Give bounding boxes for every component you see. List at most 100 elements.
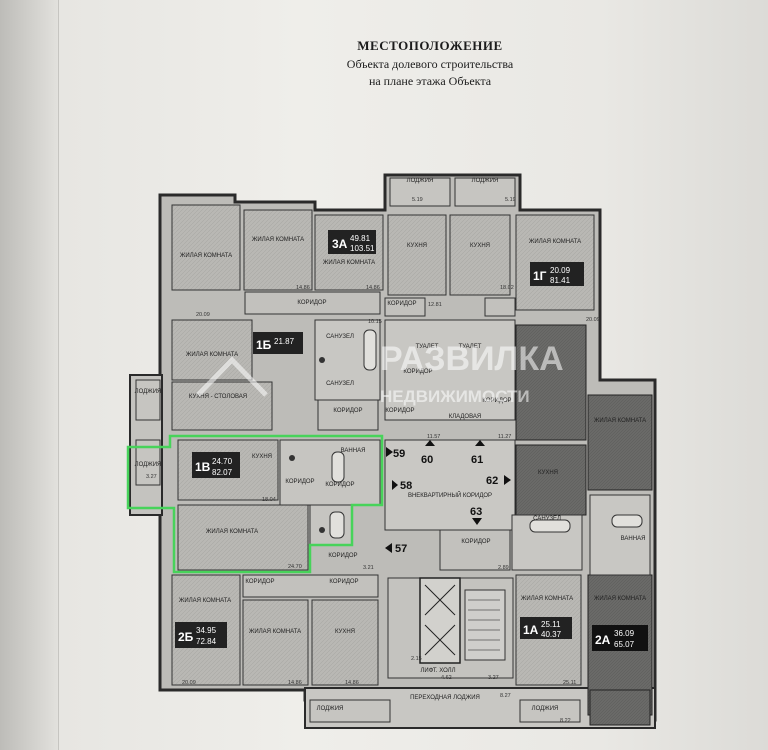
room-labels: ЖИЛАЯ КОМНАТА ЖИЛАЯ КОМНАТА ЖИЛАЯ КОМНАТ… bbox=[135, 178, 646, 712]
svg-text:11.57: 11.57 bbox=[427, 434, 440, 440]
svg-text:2.15: 2.15 bbox=[411, 656, 422, 662]
svg-text:25.11: 25.11 bbox=[563, 680, 576, 686]
svg-text:КУХНЯ: КУХНЯ bbox=[335, 629, 355, 635]
svg-text:САНУЗЕЛ: САНУЗЕЛ bbox=[326, 381, 354, 387]
svg-text:НЕДВИЖИМОСТИ: НЕДВИЖИМОСТИ bbox=[380, 387, 530, 406]
apartment-badge-1g: 1Г 20.09 81.41 bbox=[530, 262, 584, 286]
svg-text:ЛОДЖИЯ: ЛОДЖИЯ bbox=[135, 462, 162, 468]
svg-text:ЛОДЖИЯ: ЛОДЖИЯ bbox=[407, 178, 434, 184]
dimension-labels: 20.09 14.86 14.86 20.09 18.02 12.81 10.1… bbox=[146, 197, 600, 724]
svg-text:103.51: 103.51 bbox=[350, 244, 375, 253]
svg-text:72.84: 72.84 bbox=[196, 637, 217, 646]
svg-text:3.27: 3.27 bbox=[146, 474, 157, 480]
svg-text:1В: 1В bbox=[195, 460, 211, 474]
svg-text:24.70: 24.70 bbox=[212, 457, 233, 466]
svg-text:ЖИЛАЯ КОМНАТА: ЖИЛАЯ КОМНАТА bbox=[186, 352, 238, 358]
svg-text:КУХНЯ - СТОЛОВАЯ: КУХНЯ - СТОЛОВАЯ bbox=[189, 394, 247, 400]
svg-text:5.19: 5.19 bbox=[412, 197, 423, 203]
fixtures bbox=[289, 329, 643, 539]
svg-text:КОРИДОР: КОРИДОР bbox=[482, 398, 511, 404]
svg-text:КОРИДОР: КОРИДОР bbox=[328, 553, 357, 559]
svg-text:14.86: 14.86 bbox=[296, 285, 310, 291]
svg-text:49.81: 49.81 bbox=[350, 234, 371, 243]
svg-text:24.70: 24.70 bbox=[288, 564, 302, 570]
apartment-badge-1v: 1В 24.70 82.07 bbox=[192, 452, 240, 478]
svg-text:ЖИЛАЯ КОМНАТА: ЖИЛАЯ КОМНАТА bbox=[179, 598, 231, 604]
svg-text:3.21: 3.21 bbox=[363, 565, 374, 571]
svg-text:САНУЗЕЛ: САНУЗЕЛ bbox=[326, 334, 354, 340]
svg-text:ВАННАЯ: ВАННАЯ bbox=[621, 536, 646, 542]
svg-text:58: 58 bbox=[400, 480, 412, 492]
svg-text:КОРИДОР: КОРИДОР bbox=[333, 408, 362, 414]
svg-text:10.15: 10.15 bbox=[368, 319, 382, 325]
apartment-badge-1b: 1Б 21.87 bbox=[253, 332, 303, 354]
svg-text:62: 62 bbox=[486, 475, 498, 487]
svg-text:8.27: 8.27 bbox=[500, 693, 511, 699]
svg-text:ЖИЛАЯ КОМНАТА: ЖИЛАЯ КОМНАТА bbox=[594, 596, 646, 602]
svg-text:3.27: 3.27 bbox=[488, 675, 499, 681]
svg-text:КЛАДОВАЯ: КЛАДОВАЯ bbox=[449, 414, 482, 420]
svg-text:12.81: 12.81 bbox=[428, 302, 442, 308]
svg-text:18.04: 18.04 bbox=[262, 497, 276, 503]
svg-text:82.07: 82.07 bbox=[212, 468, 233, 477]
page-binding-edge bbox=[0, 0, 59, 750]
central-core bbox=[384, 439, 516, 679]
svg-text:63: 63 bbox=[470, 506, 482, 518]
svg-text:ПЕРЕХОДНАЯ ЛОДЖИЯ: ПЕРЕХОДНАЯ ЛОДЖИЯ bbox=[410, 695, 480, 701]
svg-text:КОРИДОР: КОРИДОР bbox=[387, 301, 416, 307]
document-title: МЕСТОПОЛОЖЕНИЕ bbox=[357, 38, 503, 53]
svg-text:ЖИЛАЯ КОМНАТА: ЖИЛАЯ КОМНАТА bbox=[249, 629, 301, 635]
svg-text:1Б: 1Б bbox=[256, 338, 272, 352]
svg-text:КОРИДОР: КОРИДОР bbox=[403, 369, 432, 375]
svg-text:40.37: 40.37 bbox=[541, 630, 562, 639]
svg-text:57: 57 bbox=[395, 543, 407, 555]
apartment-badge-2b: 2Б 34.95 72.84 bbox=[175, 622, 227, 648]
document-subtitle-line2: на плане этажа Объекта bbox=[368, 74, 492, 88]
svg-text:ЛОДЖИЯ: ЛОДЖИЯ bbox=[472, 178, 499, 184]
top-wing bbox=[171, 177, 595, 317]
svg-text:2А: 2А bbox=[595, 633, 611, 647]
svg-text:ЖИЛАЯ КОМНАТА: ЖИЛАЯ КОМНАТА bbox=[180, 253, 232, 259]
svg-text:ЛОДЖИЯ: ЛОДЖИЯ bbox=[532, 706, 559, 712]
svg-text:ТУАЛЕТ: ТУАЛЕТ bbox=[416, 344, 439, 350]
apartment-badge-2a: 2А 36.09 65.07 bbox=[592, 625, 648, 651]
svg-text:14.86: 14.86 bbox=[366, 285, 380, 291]
watermark: РАЗВИЛКА НЕДВИЖИМОСТИ bbox=[196, 340, 564, 406]
svg-text:КОРИДОР: КОРИДОР bbox=[245, 579, 274, 585]
svg-text:КУХНЯ: КУХНЯ bbox=[252, 454, 272, 460]
svg-text:КУХНЯ: КУХНЯ bbox=[407, 243, 427, 249]
svg-text:КОРИДОР: КОРИДОР bbox=[297, 300, 326, 306]
svg-text:3А: 3А bbox=[332, 237, 348, 251]
highlighted-apartment-outline bbox=[126, 434, 384, 574]
svg-text:20.09: 20.09 bbox=[550, 266, 571, 275]
svg-text:11.27: 11.27 bbox=[498, 434, 511, 440]
svg-text:ЛИФТ. ХОЛЛ: ЛИФТ. ХОЛЛ bbox=[420, 668, 455, 674]
svg-text:ВАННАЯ: ВАННАЯ bbox=[341, 448, 366, 454]
svg-text:36.09: 36.09 bbox=[614, 629, 635, 638]
svg-text:ТУАЛЕТ: ТУАЛЕТ bbox=[459, 344, 482, 350]
svg-text:ЖИЛАЯ КОМНАТА: ЖИЛАЯ КОМНАТА bbox=[529, 239, 581, 245]
svg-text:65.07: 65.07 bbox=[614, 640, 635, 649]
svg-text:ЖИЛАЯ КОМНАТА: ЖИЛАЯ КОМНАТА bbox=[206, 529, 258, 535]
svg-text:1Г: 1Г bbox=[533, 269, 547, 283]
svg-text:2.89: 2.89 bbox=[498, 565, 509, 571]
document-subtitle-line1: Объекта долевого строительства bbox=[346, 57, 514, 71]
svg-text:2Б: 2Б bbox=[178, 630, 194, 644]
svg-text:ЖИЛАЯ КОМНАТА: ЖИЛАЯ КОМНАТА bbox=[521, 596, 573, 602]
svg-text:КОРИДОР: КОРИДОР bbox=[325, 482, 354, 488]
svg-text:КОРИДОР: КОРИДОР bbox=[285, 479, 314, 485]
svg-text:КУХНЯ: КУХНЯ bbox=[538, 470, 558, 476]
svg-text:25.11: 25.11 bbox=[541, 620, 561, 629]
svg-text:1А: 1А bbox=[523, 623, 539, 637]
unit-numbers: 57 58 59 60 61 62 63 bbox=[385, 440, 511, 555]
svg-text:8.22: 8.22 bbox=[560, 718, 571, 724]
apartment-badge-3a: 3А 49.81 103.51 bbox=[328, 230, 376, 254]
svg-text:ЛОДЖИЯ: ЛОДЖИЯ bbox=[317, 706, 344, 712]
svg-text:20.09: 20.09 bbox=[196, 312, 210, 318]
svg-text:34.95: 34.95 bbox=[196, 626, 217, 635]
svg-text:5.19: 5.19 bbox=[505, 197, 516, 203]
svg-text:КОРИДОР: КОРИДОР bbox=[385, 408, 414, 414]
apartment-badge-1a: 1А 25.11 40.37 bbox=[520, 617, 572, 639]
